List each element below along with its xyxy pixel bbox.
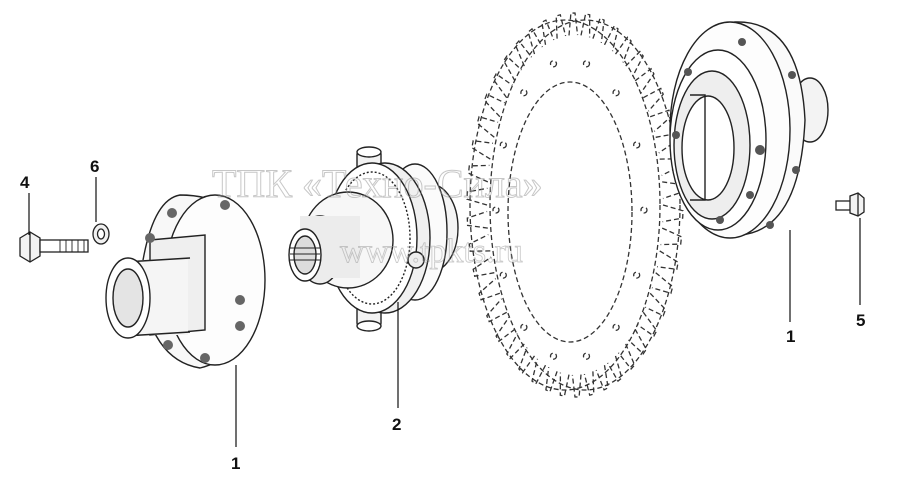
ring-gear-tooth	[617, 343, 636, 371]
callout-left-housing: 1	[231, 454, 240, 473]
callout-right-housing: 1	[786, 327, 795, 346]
ring-gear-bolt-hole	[612, 323, 620, 331]
right-differential-housing	[669, 21, 829, 239]
ring-gear-tooth	[659, 158, 682, 176]
ring-gear-tooth	[478, 278, 501, 301]
leader-lines	[28, 177, 861, 447]
ring-gear-bolt-hole	[520, 323, 528, 331]
ring-gear-bolt-hole	[582, 352, 591, 360]
ring-gear-tooth	[655, 133, 678, 154]
ring-gear-tooth	[506, 333, 525, 360]
left-differential-housing	[105, 194, 266, 369]
differential-gear-cage	[288, 146, 459, 332]
ring-gear-tooth	[656, 250, 679, 271]
ring-gear-tooth	[662, 204, 684, 223]
ring-gear-tooth	[625, 50, 644, 77]
ring-gear-tooth	[628, 328, 648, 355]
ring-gear-tooth	[483, 93, 505, 118]
ring-gear-tooth	[571, 374, 582, 398]
ring-gear-tooth	[555, 14, 567, 39]
ring-gear-bolt-hole	[612, 89, 620, 97]
screw	[835, 192, 865, 217]
ring-gear-tooth	[495, 316, 516, 343]
ring-gear-tooth	[651, 272, 674, 295]
ring-gear-bolt-hole	[499, 271, 507, 279]
ring-gear-bolt-hole	[633, 141, 641, 149]
watermark: ТПК «Техно-Сила» www.tpkts.ru	[212, 161, 544, 271]
ring-gear-tooth	[468, 234, 491, 252]
callout-gear-cage: 2	[392, 415, 401, 434]
ring-gear-tooth	[607, 355, 623, 383]
ring-gear-tooth	[568, 12, 579, 36]
ring-gear-tooth	[649, 109, 672, 132]
ring-gear-tooth	[527, 27, 543, 55]
ring-gear-tooth	[637, 311, 658, 338]
ring-gear-tooth	[634, 67, 655, 94]
ring-gear-tooth	[502, 55, 522, 82]
ring-gear-tooth	[471, 139, 494, 160]
ring-gear-tooth	[476, 115, 499, 138]
ring-gear-bolt-hole	[520, 89, 528, 97]
ring-gear-tooth	[559, 372, 570, 397]
callout-screw: 5	[856, 311, 865, 330]
ring-gear-tooth	[595, 365, 609, 391]
ring-gear-bolt-hole	[499, 141, 507, 149]
ring-gear-bolt-hole	[633, 271, 641, 279]
ring-gear-tooth	[580, 13, 591, 38]
ring-gear-tooth	[592, 17, 605, 43]
ring-gear-bolt-hole	[549, 352, 558, 360]
ring-gear-tooth	[531, 358, 547, 385]
ring-gear-tooth	[486, 298, 508, 323]
washer	[92, 223, 110, 245]
ring-gear-tooth	[467, 164, 490, 183]
ring-gear-tooth	[472, 256, 495, 277]
ring-gear-tooth	[518, 347, 536, 374]
callout-washer: 6	[90, 157, 99, 176]
watermark-line1: ТПК «Техно-Сила»	[212, 161, 543, 206]
ring-gear-tooth	[466, 210, 488, 229]
ring-gear-bolt-hole	[549, 60, 558, 68]
ring-gear-tooth	[583, 371, 595, 396]
ring-gear-bolt-hole	[582, 60, 591, 68]
ring-gear-tooth	[541, 19, 555, 45]
ring-gear-tooth	[603, 25, 619, 52]
ring-gear-tooth	[514, 39, 533, 67]
ring-gear-bolt-hole	[640, 206, 648, 214]
bolt	[19, 231, 89, 263]
ring-gear-tooth	[614, 36, 632, 63]
ring-gear	[466, 12, 684, 398]
ring-gear-tooth	[466, 187, 488, 206]
ring-gear-tooth	[642, 87, 664, 112]
callout-bolt: 4	[20, 173, 30, 192]
ring-gear-bolt-hole	[492, 206, 500, 214]
ring-gear-tooth	[660, 227, 683, 246]
ring-gear-tooth	[492, 72, 513, 99]
ring-gear-teeth	[466, 12, 684, 398]
ring-gear-tooth	[545, 367, 558, 393]
ring-gear-tooth	[645, 292, 667, 317]
watermark-line2: www.tpkts.ru	[340, 233, 523, 270]
